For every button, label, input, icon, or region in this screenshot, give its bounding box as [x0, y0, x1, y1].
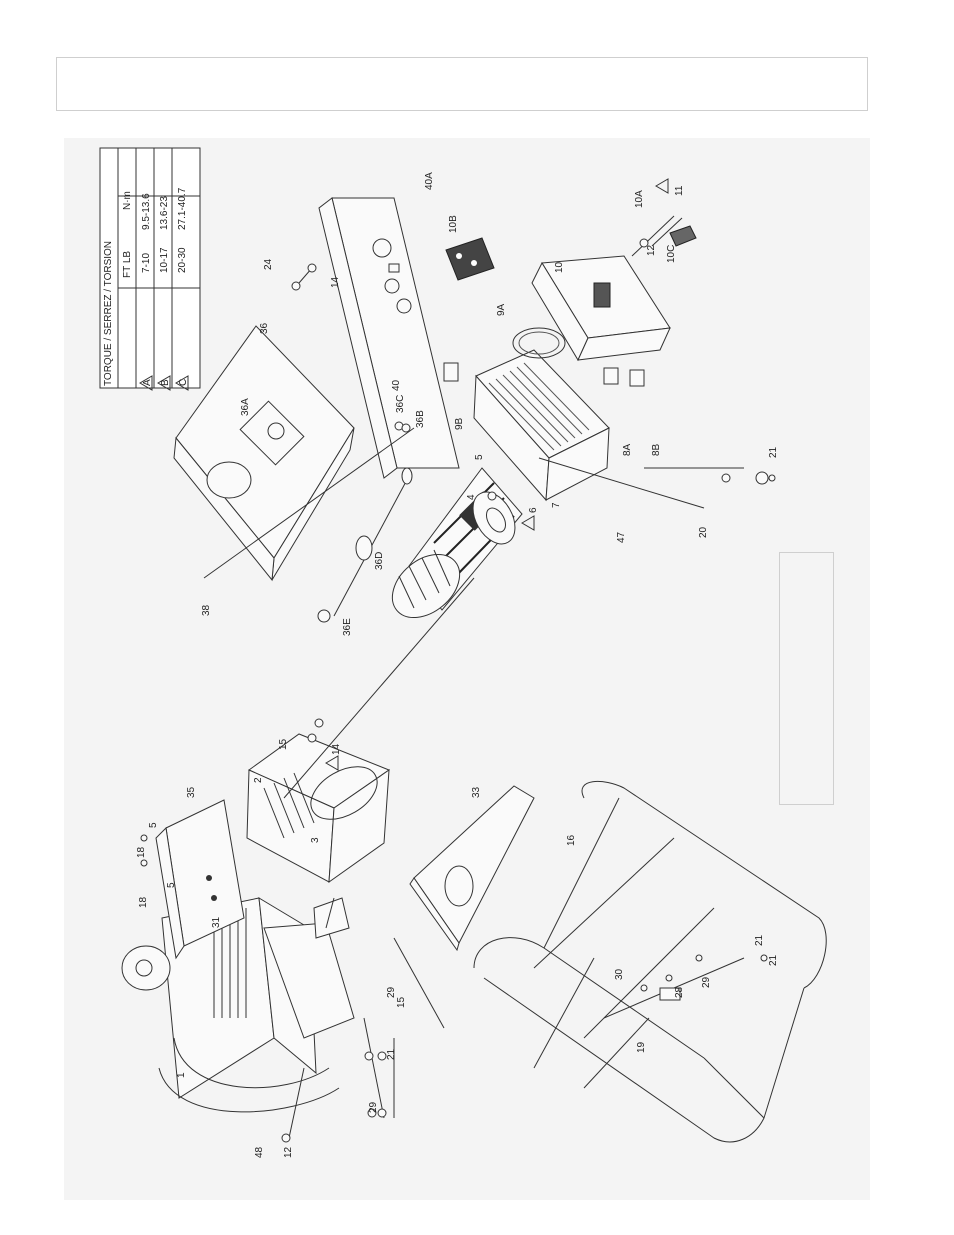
- label-part-18b: 18: [138, 896, 149, 908]
- torque-row-a-mark: A: [142, 379, 153, 386]
- label-part-48: 48: [254, 1146, 265, 1158]
- label-part-10b: 10B: [448, 215, 459, 233]
- stator-7: [473, 327, 610, 502]
- muffler-35: [155, 799, 245, 960]
- header-box: [56, 57, 868, 111]
- label-part-7: 7: [551, 502, 562, 508]
- label-part-9a: 9A: [496, 303, 507, 316]
- label-part-9b: 9B: [454, 417, 465, 430]
- label-part-11: 11: [674, 185, 685, 196]
- torque-a-mark-icon: [655, 178, 669, 194]
- label-part-31: 31: [211, 916, 222, 928]
- through-bolt-36d: [317, 467, 413, 623]
- fasteners: [140, 263, 776, 1143]
- label-part-10: 10: [554, 261, 565, 273]
- label-part-14b: 14: [331, 743, 342, 755]
- label-part-8b: 8B: [651, 443, 662, 456]
- label-part-20: 20: [698, 526, 709, 538]
- label-part-21d: 21: [768, 954, 779, 966]
- label-part-12b: 12: [283, 1146, 294, 1158]
- exploded-parts-diagram: TORQUE / SERREZ / TORSION FT LB N·m A 7-…: [99, 147, 827, 1158]
- torque-mark-b-icon: [157, 375, 171, 391]
- base-plate-33: [409, 785, 535, 952]
- torque-marks: [325, 178, 669, 771]
- engine-adapter-2: [246, 733, 391, 884]
- torque-table: TORQUE / SERREZ / TORSION FT LB N·m A 7-…: [99, 147, 201, 391]
- label-part-36d: 36D: [374, 552, 385, 570]
- end-cover-36: [173, 325, 355, 582]
- label-part-47: 47: [616, 531, 627, 543]
- label-part-14a: 14: [330, 276, 341, 288]
- label-part-36c: 36C: [395, 395, 406, 413]
- torque-row-b-nm: 13.6-23: [159, 196, 170, 230]
- torque-table-header: TORQUE / SERREZ / TORSION: [103, 241, 114, 386]
- label-part-10a: 10A: [634, 190, 645, 208]
- label-part-38: 38: [201, 604, 212, 616]
- torque-row-b-mark: B: [160, 379, 171, 386]
- label-part-28: 28: [674, 986, 685, 998]
- label-part-21b: 21: [386, 1048, 397, 1060]
- torque-row-c-ftlb: 20-30: [177, 247, 188, 273]
- torque-mark-c-icon: [175, 375, 189, 391]
- label-part-36e: 36E: [342, 618, 353, 636]
- label-part-5c: 5: [166, 882, 177, 888]
- label-part-1: 1: [176, 1072, 187, 1078]
- label-part-15b: 15: [396, 996, 407, 1008]
- torque-row-c-nm: 27.1-40.7: [177, 187, 188, 230]
- fuse-holder-10a: [631, 215, 697, 257]
- label-part-30: 30: [614, 968, 625, 980]
- note-box: [779, 552, 834, 805]
- label-part-12a: 12: [646, 244, 657, 256]
- torque-mark-a-icon: [139, 375, 153, 391]
- label-part-35: 35: [186, 786, 197, 798]
- torque-row-c-mark: C: [178, 379, 189, 386]
- label-part-40a: 40A: [424, 172, 435, 190]
- torque-b-mark-icon: [521, 515, 535, 531]
- label-part-4: 4: [466, 494, 477, 500]
- tubular-frame-16: [473, 780, 827, 1143]
- label-part-21c: 21: [754, 934, 765, 946]
- label-part-29a: 29: [386, 986, 397, 998]
- label-part-29c: 29: [701, 976, 712, 988]
- label-part-18a: 18: [136, 846, 147, 858]
- label-part-16: 16: [566, 834, 577, 846]
- rotor-4: [391, 467, 523, 619]
- part-labels: 1 2 3 4 5 5 5 6 7 8A 8B 9A 9B 10 10A 10B…: [136, 172, 779, 1158]
- circuit-board-10b: [445, 237, 495, 281]
- label-part-8a: 8A: [622, 443, 633, 456]
- torque-row-a-ftlb: 7-10: [141, 253, 152, 273]
- diagram-canvas: TORQUE / SERREZ / TORSION FT LB N·m A 7-…: [64, 138, 870, 1200]
- torque-col-ftlb: FT LB: [122, 251, 133, 278]
- label-part-36a: 36A: [240, 398, 251, 416]
- torque-row-a-nm: 9.5-13.6: [141, 193, 152, 230]
- label-part-36b: 36B: [415, 410, 426, 428]
- label-part-33: 33: [471, 786, 482, 798]
- label-part-6: 6: [528, 507, 539, 513]
- torque-c-mark-icon: [325, 755, 339, 771]
- label-part-5a: 5: [474, 454, 485, 460]
- label-part-24: 24: [263, 258, 274, 270]
- label-part-19: 19: [636, 1041, 647, 1053]
- torque-row-b-ftlb: 10-17: [159, 247, 170, 273]
- control-box-10: [531, 255, 671, 387]
- label-part-29b: 29: [368, 1101, 379, 1113]
- label-part-40: 40: [391, 379, 402, 391]
- label-part-36: 36: [259, 322, 270, 334]
- torque-col-nm: N·m: [122, 191, 133, 210]
- label-part-2: 2: [253, 777, 264, 783]
- label-part-10c: 10C: [666, 245, 677, 263]
- control-panel-40: [318, 197, 460, 479]
- engine-1: [121, 897, 355, 1113]
- label-part-3: 3: [310, 837, 321, 843]
- label-part-21a: 21: [768, 446, 779, 458]
- label-part-5b: 5: [148, 822, 159, 828]
- label-part-15a: 15: [278, 738, 289, 750]
